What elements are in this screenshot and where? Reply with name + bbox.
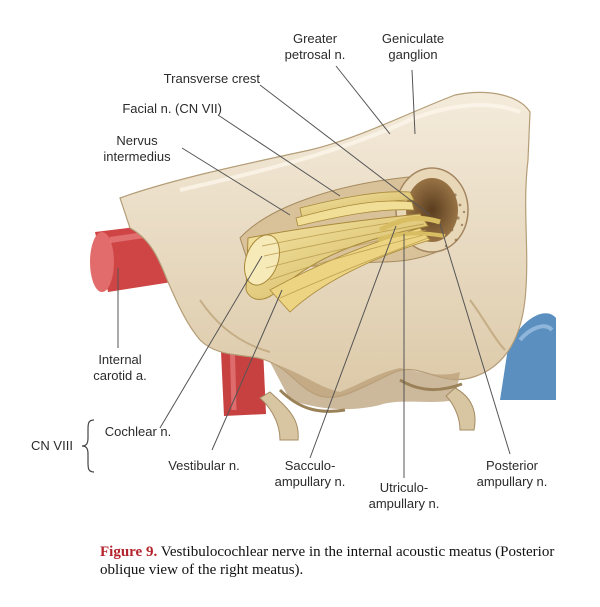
cn-viii-brace (81, 419, 95, 473)
label-sacculo: Sacculo- ampullary n. (274, 458, 346, 489)
caption-text: Vestibulocochlear nerve in the internal … (100, 544, 555, 578)
label-cochlear: Cochlear n. (104, 424, 172, 439)
jugular-vein (500, 313, 556, 400)
label-geniculate: Geniculate ganglion (381, 31, 445, 62)
leader-geniculate (411, 69, 416, 135)
label-nervus-intermedius: Nervus intermedius (103, 133, 171, 164)
leader-facial (217, 114, 341, 197)
label-transverse-crest: Transverse crest (163, 71, 260, 86)
label-posterior: Posterior ampullary n. (476, 458, 548, 489)
leader-lines (117, 65, 511, 478)
leader-vestibular (211, 289, 283, 451)
leader-greater-petrosal (335, 65, 391, 135)
figure-caption: Figure 9. Vestibulocochlear nerve in the… (100, 543, 570, 579)
leader-posterior (439, 223, 511, 455)
leader-sacculo (309, 225, 397, 459)
label-cn-viii: CN VIII (31, 438, 73, 453)
leader-nervus-intermedius (181, 147, 291, 216)
figure-number: Figure 9. (100, 544, 158, 560)
leader-transverse-crest (259, 84, 431, 216)
label-utriculo: Utriculo- ampullary n. (368, 480, 440, 511)
label-vestibular: Vestibular n. (168, 458, 240, 473)
leader-cochlear (159, 255, 263, 429)
label-greater-petrosal: Greater petrosal n. (284, 31, 346, 62)
label-facial: Facial n. (CN VII) (122, 101, 222, 116)
nerve-bundle (244, 191, 446, 313)
bony-floor (259, 387, 476, 441)
label-internal-carotid: Internal carotid a. (93, 352, 147, 383)
